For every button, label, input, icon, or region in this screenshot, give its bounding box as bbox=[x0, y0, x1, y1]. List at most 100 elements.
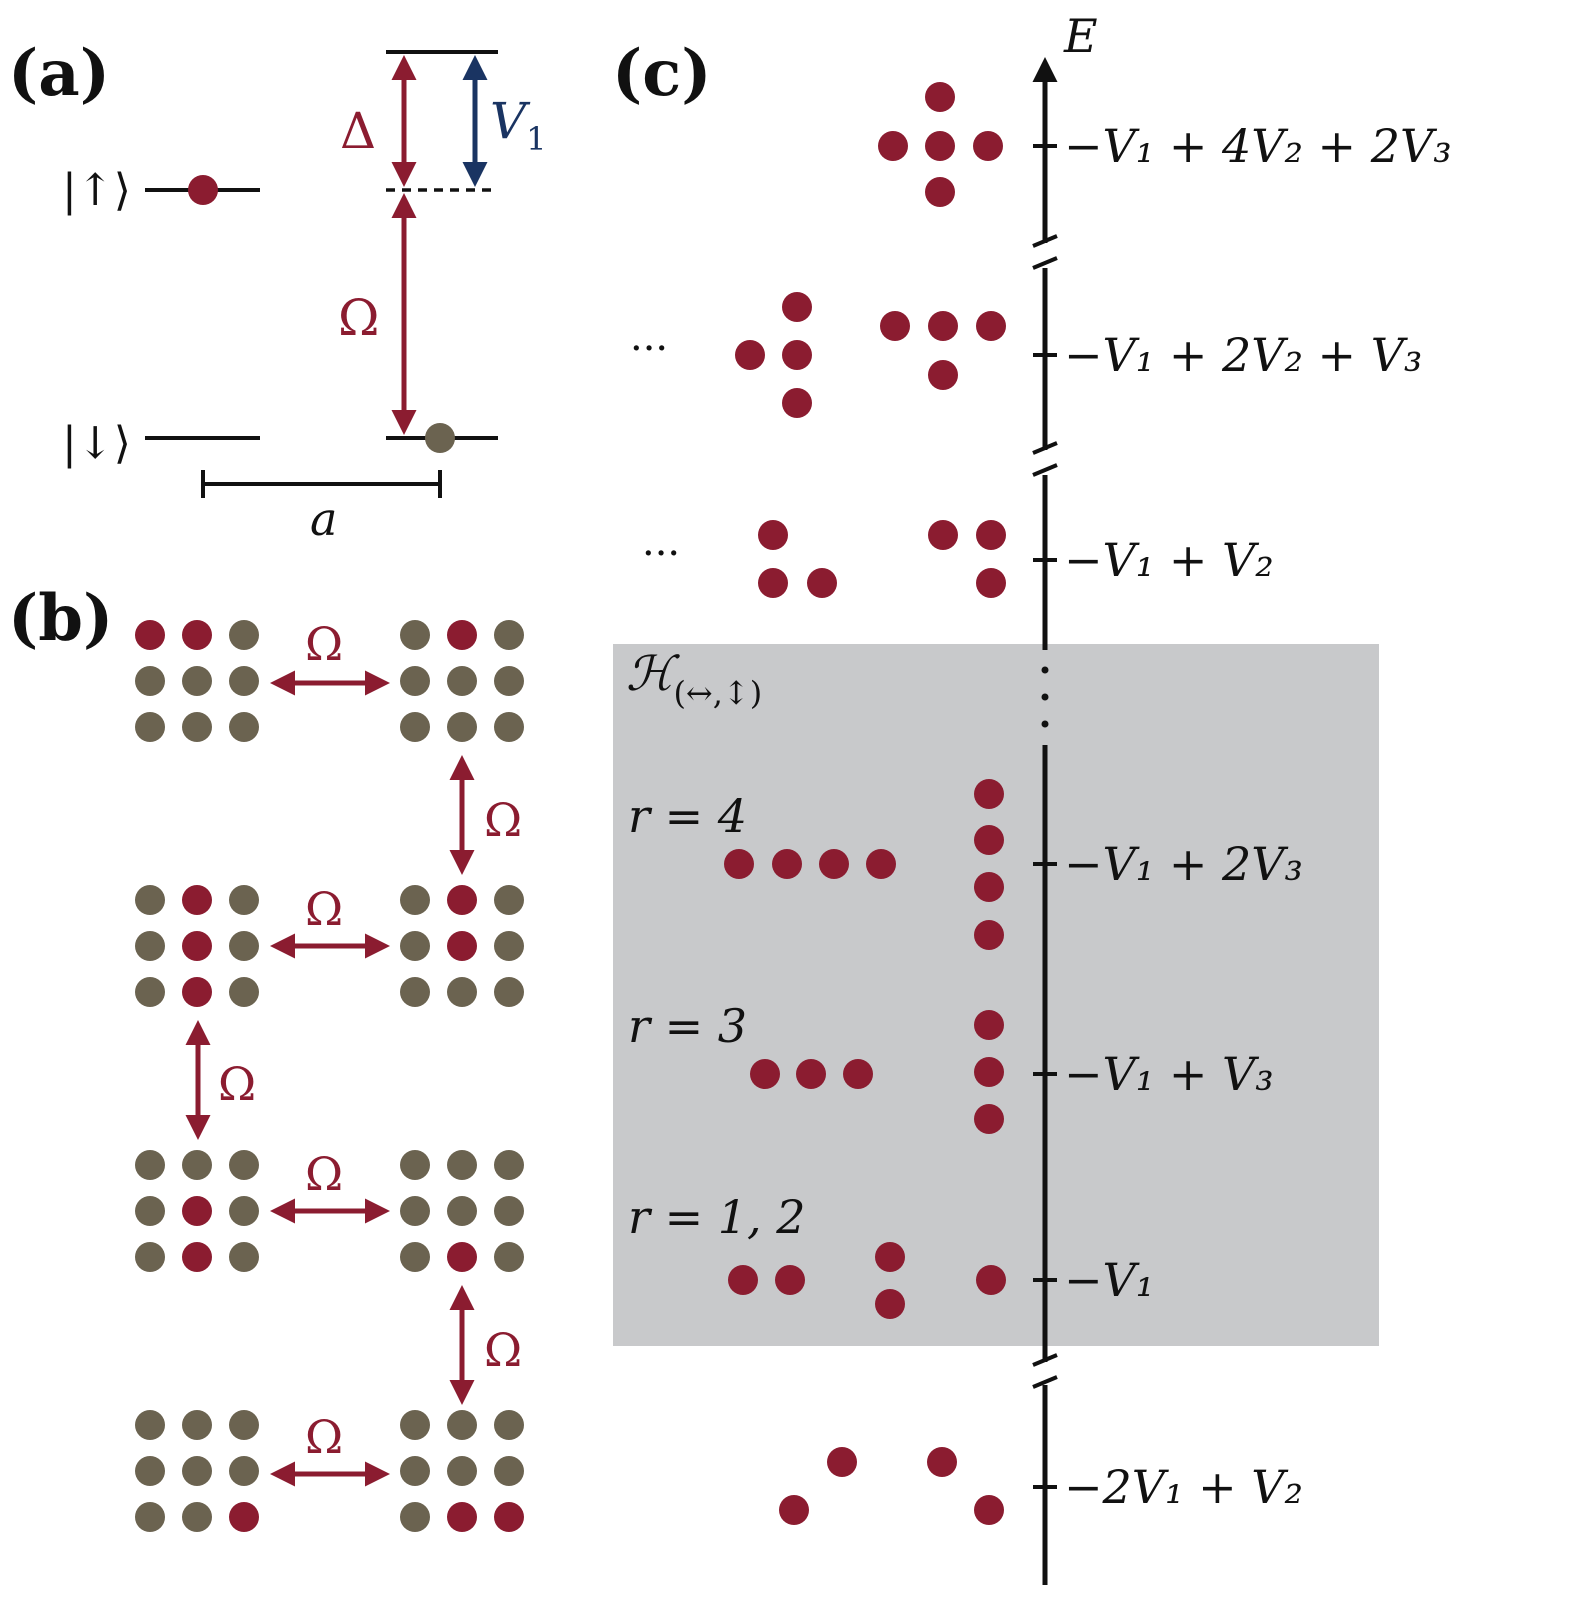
excitation-dot bbox=[735, 340, 765, 370]
lattice-site-excited bbox=[447, 620, 477, 650]
lattice-site-ground bbox=[182, 1502, 212, 1532]
excitation-dot bbox=[974, 779, 1004, 809]
excitation-dot bbox=[974, 920, 1004, 950]
excitation-dot bbox=[976, 1265, 1006, 1295]
lattice-site-ground bbox=[135, 1410, 165, 1440]
lattice-site-ground bbox=[229, 620, 259, 650]
lattice-site-ground bbox=[494, 977, 524, 1007]
lattice-site-ground bbox=[447, 1410, 477, 1440]
lattice-site-excited bbox=[135, 620, 165, 650]
lattice-site-ground bbox=[229, 1242, 259, 1272]
lattice-site-ground bbox=[494, 1410, 524, 1440]
excitation-dot bbox=[758, 568, 788, 598]
axis-break-marks bbox=[1032, 234, 1058, 1389]
excitation-dot bbox=[925, 82, 955, 112]
lattice-site-excited bbox=[447, 1502, 477, 1532]
lattice-site-ground bbox=[135, 885, 165, 915]
lattice-site-ground bbox=[400, 666, 430, 696]
excitation-dot bbox=[779, 1495, 809, 1525]
lattice-site-excited bbox=[182, 977, 212, 1007]
level-label-5: −V₁ + V₃ bbox=[1064, 1047, 1274, 1101]
lattice-site-ground bbox=[400, 1456, 430, 1486]
excitation-dot bbox=[875, 1289, 905, 1319]
excitation-dot bbox=[974, 1010, 1004, 1040]
delta-label: Δ bbox=[340, 102, 376, 160]
lattice-site-excited bbox=[229, 1502, 259, 1532]
level-label-2: −V₁ + 2V₂ + V₃ bbox=[1064, 328, 1422, 382]
lattice-site-excited bbox=[494, 1502, 524, 1532]
excitation-dot bbox=[925, 131, 955, 161]
level-label-3: −V₁ + V₂ bbox=[1064, 533, 1274, 587]
v1-label: V1 bbox=[490, 92, 546, 158]
excitation-dot bbox=[796, 1059, 826, 1089]
excitation-dot bbox=[827, 1447, 857, 1477]
excitation-dot bbox=[880, 311, 910, 341]
lattice-site-ground bbox=[447, 1196, 477, 1226]
panel-a: (a) |↑⟩ |↓⟩ Δ V1 Ω a bbox=[8, 36, 546, 546]
lattice-site-excited bbox=[182, 931, 212, 961]
lattice-site-ground bbox=[447, 712, 477, 742]
lattice-site-excited bbox=[182, 885, 212, 915]
excitation-dot bbox=[772, 849, 802, 879]
lattice-site-ground bbox=[135, 1150, 165, 1180]
lattice-site-excited bbox=[182, 620, 212, 650]
lattice-site-ground bbox=[135, 712, 165, 742]
lattice-site-ground bbox=[229, 712, 259, 742]
omega-coupling-label: Ω bbox=[484, 1323, 522, 1377]
energy-ticks bbox=[1033, 144, 1057, 1489]
panel-b-label: (b) bbox=[8, 581, 113, 656]
r12-label: r = 1, 2 bbox=[628, 1190, 806, 1244]
lattice-site-ground bbox=[135, 1196, 165, 1226]
lattice-site-ground bbox=[400, 931, 430, 961]
lattice-site-ground bbox=[182, 1410, 212, 1440]
omega-coupling-label: Ω bbox=[305, 617, 343, 671]
r4-label: r = 4 bbox=[628, 789, 747, 843]
lattice-site-ground bbox=[135, 931, 165, 961]
subspace-region bbox=[613, 644, 1379, 1346]
lattice-site-ground bbox=[400, 1196, 430, 1226]
lattice-site-ground bbox=[229, 931, 259, 961]
lattice-site-ground bbox=[494, 1456, 524, 1486]
panel-c-label: (c) bbox=[612, 36, 712, 111]
lattice-site-ground bbox=[135, 1456, 165, 1486]
lattice-site-ground bbox=[494, 620, 524, 650]
excitation-dot bbox=[928, 360, 958, 390]
energy-level-labels: −V₁ + 4V₂ + 2V₃ −V₁ + 2V₂ + V₃ −V₁ + V₂ … bbox=[1064, 119, 1452, 1514]
excitation-dot bbox=[974, 825, 1004, 855]
lattice-site-excited bbox=[447, 1242, 477, 1272]
lattice-site-ground bbox=[494, 1242, 524, 1272]
omega-coupling-label: Ω bbox=[484, 793, 522, 847]
lattice-site-ground bbox=[400, 977, 430, 1007]
ket-up-label: |↑⟩ bbox=[62, 165, 131, 216]
lattice-site-ground bbox=[400, 620, 430, 650]
lattice-site-ground bbox=[229, 1196, 259, 1226]
lattice-site-ground bbox=[400, 712, 430, 742]
axis-ellipsis-dots bbox=[1041, 666, 1049, 728]
excitation-dot bbox=[976, 568, 1006, 598]
excitation-dot bbox=[728, 1265, 758, 1295]
excitation-dot bbox=[750, 1059, 780, 1089]
lattice-site-ground bbox=[447, 1150, 477, 1180]
excitation-dot bbox=[928, 520, 958, 550]
lattice-site-ground bbox=[447, 666, 477, 696]
lattice-site-ground bbox=[400, 1410, 430, 1440]
lattice-site-ground bbox=[494, 1150, 524, 1180]
spacing-label: a bbox=[310, 492, 337, 546]
excitation-dot bbox=[843, 1059, 873, 1089]
excitation-dot bbox=[819, 849, 849, 879]
excitation-dot bbox=[974, 1057, 1004, 1087]
right-atom-ground bbox=[425, 423, 455, 453]
lattice-site-excited bbox=[447, 885, 477, 915]
lattice-site-ground bbox=[400, 1150, 430, 1180]
excitation-dot bbox=[758, 520, 788, 550]
lattice-site-ground bbox=[182, 1456, 212, 1486]
excitation-dot bbox=[782, 388, 812, 418]
lattice-site-ground bbox=[182, 712, 212, 742]
excitation-dot bbox=[875, 1242, 905, 1272]
lattice-site-excited bbox=[447, 931, 477, 961]
lattice-site-ground bbox=[494, 712, 524, 742]
lattice-site-ground bbox=[447, 977, 477, 1007]
